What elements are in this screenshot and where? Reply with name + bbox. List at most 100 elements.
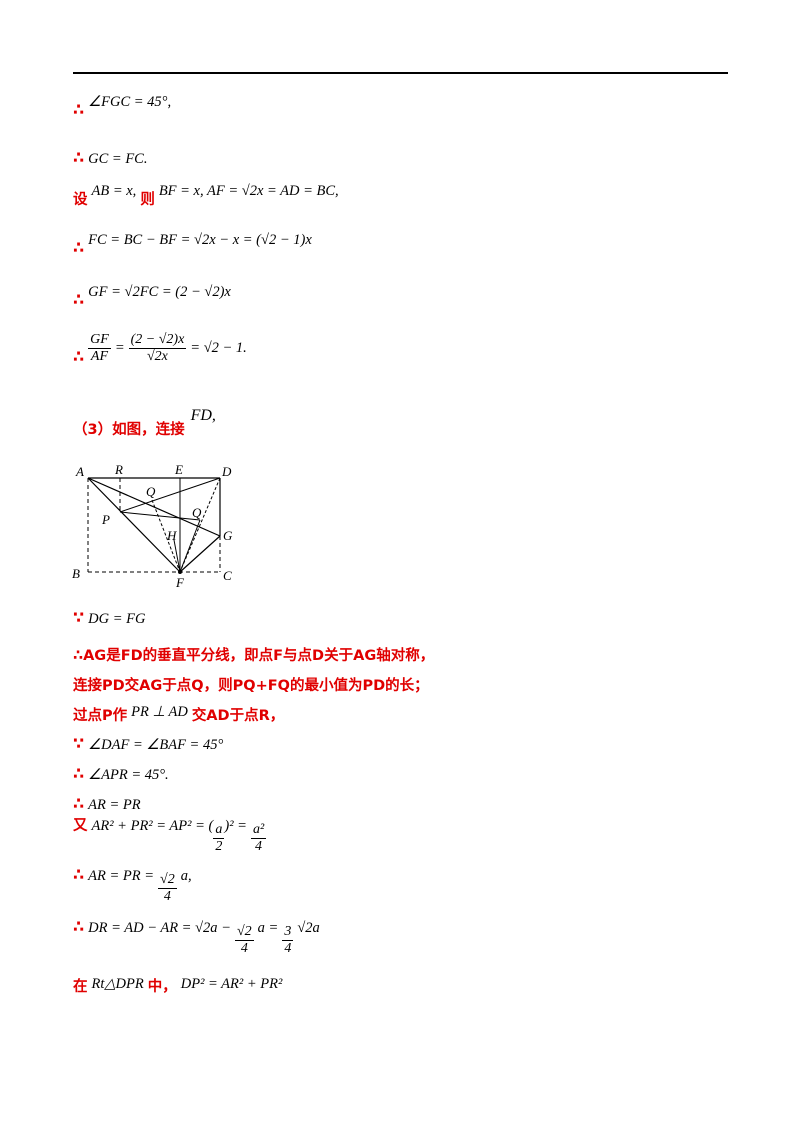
line-angle-apr: ∴ ∠APR = 45°. bbox=[73, 764, 169, 784]
math-expression: FD, bbox=[190, 407, 216, 424]
segment-af bbox=[87, 477, 181, 573]
text-part3: （3）如图，连接 bbox=[73, 422, 185, 438]
segment-fg bbox=[179, 535, 221, 573]
fraction-numerator: √2 bbox=[158, 872, 177, 889]
segment-df bbox=[179, 477, 221, 573]
fraction-numerator: a bbox=[213, 822, 225, 839]
therefore-symbol: ∴ bbox=[73, 290, 85, 309]
fraction-a-2: a 2 bbox=[213, 822, 225, 855]
text-in: 在 bbox=[73, 979, 88, 995]
geometry-figure: A R E D Q Q P H G B F C bbox=[72, 462, 233, 590]
math-expression: PR ⊥ AD bbox=[131, 704, 188, 720]
line-ar-value: ∴ AR = PR = √2 4 a, bbox=[73, 865, 192, 905]
line-gf: ∴ GF = √2FC = (2 − √2)x bbox=[73, 284, 231, 310]
math-expression: √2a bbox=[297, 920, 320, 937]
line-connect-pd: 连接PD交AG于点Q，则PQ+FQ的最小值为PD的长； bbox=[73, 674, 429, 695]
math-expression: AB = x, bbox=[91, 183, 137, 199]
fraction-denominator: 4 bbox=[163, 889, 171, 904]
therefore-symbol: ∴ bbox=[73, 764, 85, 783]
geometry-diagram: A R E D Q Q P H G B F C bbox=[70, 460, 250, 590]
line-draw-pr: 过点P作 PR ⊥ AD 交AD于点R， bbox=[73, 704, 284, 725]
math-expression: AR = PR bbox=[88, 797, 141, 813]
therefore-symbol: ∴ bbox=[73, 794, 85, 813]
math-expression: DG = FG bbox=[88, 611, 146, 627]
fraction-denominator: 4 bbox=[284, 941, 292, 956]
line-dr-value: ∴ DR = AD − AR = √2a − √2 4 a = 3 4 √2a bbox=[73, 917, 320, 957]
math-expression: BF = x, AF = √2x = AD = BC, bbox=[158, 183, 339, 199]
line-right-triangle: 在 Rt△DPR 中， DP² = AR² + PR² bbox=[73, 975, 282, 996]
therefore-symbol: ∴ bbox=[73, 238, 85, 257]
math-expression: Rt△DPR bbox=[91, 976, 144, 992]
line-fc: ∴ FC = BC − BF = √2x − x = (√2 − 1)x bbox=[73, 232, 312, 258]
line-ar-pr: ∴ AR = PR bbox=[73, 794, 141, 814]
label-b: B bbox=[72, 566, 80, 581]
text-statement: ∴AG是FD的垂直平分线，即点F与点D关于AG轴对称， bbox=[73, 648, 435, 664]
fraction-root2-4: √2 4 bbox=[158, 872, 177, 905]
label-q1: Q bbox=[146, 484, 156, 499]
math-expression: DR = AD − AR = √2a − bbox=[88, 920, 231, 937]
math-expression: = √2 − 1. bbox=[190, 340, 247, 357]
because-symbol: ∵ bbox=[73, 734, 85, 753]
math-expression: a = bbox=[257, 920, 279, 937]
fraction-numerator: a² bbox=[250, 822, 267, 839]
math-expression: FC = BC − BF = √2x − x = (√2 − 1)x bbox=[88, 232, 312, 248]
text-statement: 过点P作 bbox=[73, 708, 128, 724]
math-expression: GC = FC. bbox=[88, 151, 148, 167]
math-expression: ∠DAF = ∠BAF = 45° bbox=[88, 737, 224, 753]
label-a: A bbox=[75, 464, 84, 479]
therefore-symbol: ∴ bbox=[73, 917, 85, 937]
header-rule bbox=[73, 72, 728, 74]
line-angle-daf: ∵ ∠DAF = ∠BAF = 45° bbox=[73, 734, 223, 754]
math-expression: GF = √2FC = (2 − √2)x bbox=[88, 284, 231, 300]
line-perpendicular-bisector: ∴AG是FD的垂直平分线，即点F与点D关于AG轴对称， bbox=[73, 644, 434, 665]
therefore-symbol: ∴ bbox=[73, 865, 85, 885]
label-h: H bbox=[166, 528, 177, 543]
label-g: G bbox=[223, 528, 233, 543]
fraction-denominator: AF bbox=[90, 349, 109, 364]
equals-sign: = bbox=[114, 340, 125, 357]
line-gc-fc: ∴ GC = FC. bbox=[73, 148, 147, 168]
math-expression: ∠APR = 45°. bbox=[88, 767, 169, 783]
segment-pq bbox=[119, 511, 201, 521]
text-also: 又 bbox=[73, 818, 88, 835]
fraction-numerator: (2 − √2)x bbox=[128, 332, 187, 349]
label-r: R bbox=[114, 462, 123, 477]
label-d: D bbox=[221, 464, 232, 479]
segment-qf bbox=[151, 499, 181, 573]
segment-pd bbox=[119, 477, 221, 513]
math-expression: AR = PR = bbox=[88, 868, 155, 885]
text-middle: 中， bbox=[147, 979, 177, 995]
label-c: C bbox=[223, 568, 232, 583]
fraction-numerator: √2 bbox=[234, 924, 254, 941]
line-part3-connect: （3）如图，连接 FD, bbox=[73, 407, 216, 439]
line-angle-fgc: ∴ ∠FGC = 45°, bbox=[73, 94, 171, 120]
fraction-numerator: 3 bbox=[282, 924, 294, 941]
line-pythagoras: 又 AR² + PR² = AP² = ( a 2 )² = a² 4 bbox=[73, 818, 267, 855]
text-statement: 交AD于点R， bbox=[191, 708, 285, 724]
therefore-symbol: ∴ bbox=[73, 347, 85, 367]
line-dg-fg: ∵ DG = FG bbox=[73, 608, 145, 628]
fraction-value: (2 − √2)x √2x bbox=[128, 332, 187, 365]
point-f bbox=[178, 570, 182, 574]
math-expression: AR² + PR² = AP² = ( bbox=[91, 818, 214, 835]
fraction-numerator: GF bbox=[88, 332, 111, 349]
fraction-denominator: 2 bbox=[215, 839, 223, 854]
math-expression: a, bbox=[180, 868, 192, 885]
because-symbol: ∵ bbox=[73, 608, 85, 627]
math-expression: )² = bbox=[224, 818, 247, 835]
math-expression: DP² = AR² + PR² bbox=[180, 976, 283, 992]
label-f: F bbox=[175, 575, 185, 590]
text-let: 设 bbox=[73, 192, 88, 208]
fraction-denominator: 4 bbox=[240, 941, 248, 956]
math-expression: ∠FGC = 45°, bbox=[88, 94, 172, 110]
label-p: P bbox=[101, 512, 110, 527]
fraction-gf-af: GF AF bbox=[88, 332, 111, 365]
fraction-denominator: 4 bbox=[255, 839, 263, 854]
segment-q2f bbox=[179, 519, 201, 573]
label-e: E bbox=[174, 462, 183, 477]
line-ratio: ∴ GF AF = (2 − √2)x √2x = √2 − 1. bbox=[73, 332, 247, 367]
fraction-denominator: √2x bbox=[146, 349, 168, 364]
text-statement: 连接PD交AG于点Q，则PQ+FQ的最小值为PD的长； bbox=[73, 678, 429, 694]
therefore-symbol: ∴ bbox=[73, 100, 85, 119]
